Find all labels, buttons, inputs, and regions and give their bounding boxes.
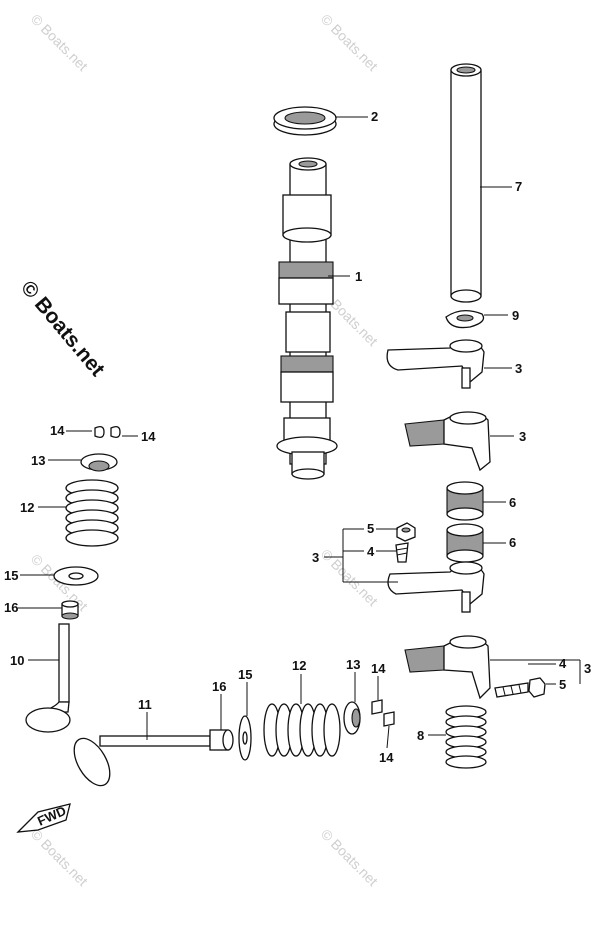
part-spring-seat bbox=[53, 566, 99, 586]
part-valve-spring bbox=[263, 703, 341, 757]
part-valve bbox=[25, 623, 71, 733]
part-adjust-screw bbox=[395, 542, 409, 563]
callout-12: 12 bbox=[292, 658, 306, 673]
callout-16: 16 bbox=[4, 600, 18, 615]
fwd-arrow: FWD bbox=[16, 803, 71, 833]
part-spring-retainer bbox=[80, 453, 118, 472]
callout-15: 15 bbox=[238, 667, 252, 682]
watermark-tile: © Boats.net bbox=[28, 826, 91, 889]
callout-6: 6 bbox=[509, 495, 516, 510]
callout-2: 2 bbox=[371, 109, 378, 124]
callout-1: 1 bbox=[355, 269, 362, 284]
callout-3: 3 bbox=[584, 661, 591, 676]
callout-3: 3 bbox=[312, 550, 319, 565]
side-watermark: © Boats.net bbox=[16, 276, 109, 380]
callout-13: 13 bbox=[346, 657, 360, 672]
part-rocker-shaft bbox=[450, 63, 482, 303]
part-adjust-nut bbox=[528, 677, 546, 698]
part-valve bbox=[73, 735, 211, 787]
callout-12: 12 bbox=[20, 500, 34, 515]
callout-5: 5 bbox=[367, 521, 374, 536]
part-rocker-arm bbox=[387, 561, 485, 613]
part-valve-spring bbox=[65, 479, 119, 547]
callout-9: 9 bbox=[512, 308, 519, 323]
part-rocker-arm bbox=[404, 635, 491, 700]
part-spring-seat bbox=[238, 715, 252, 761]
part-stem-seal bbox=[209, 729, 234, 751]
callout-labels: 2 1 7 9 3 3 6 6 5 4 3 4 3 5 8 14 14 13 1… bbox=[4, 109, 591, 765]
part-valve-cotter bbox=[371, 699, 395, 727]
callout-16: 16 bbox=[212, 679, 226, 694]
part-rocker-arm bbox=[386, 339, 485, 389]
callout-5: 5 bbox=[559, 677, 566, 692]
part-camshaft bbox=[276, 157, 338, 480]
part-valve-spring bbox=[445, 705, 487, 769]
watermark-tile: © Boats.net bbox=[318, 826, 381, 889]
callout-14: 14 bbox=[50, 423, 65, 438]
part-valve-cotter bbox=[94, 426, 121, 438]
part-adjust-screw bbox=[494, 682, 529, 698]
part-spring-retainer bbox=[343, 701, 361, 735]
watermark-tile: © Boats.net bbox=[318, 11, 381, 74]
part-stem-seal bbox=[61, 600, 79, 620]
callout-10: 10 bbox=[10, 653, 24, 668]
callout-3: 3 bbox=[515, 361, 522, 376]
part-collar bbox=[446, 481, 484, 521]
callout-4: 4 bbox=[367, 544, 375, 559]
callout-6: 6 bbox=[509, 535, 516, 550]
callout-13: 13 bbox=[31, 453, 45, 468]
callout-4: 4 bbox=[559, 656, 567, 671]
part-collar bbox=[446, 523, 484, 563]
callout-7: 7 bbox=[515, 179, 522, 194]
callout-3: 3 bbox=[519, 429, 526, 444]
leader-lines bbox=[18, 116, 581, 749]
callout-14: 14 bbox=[141, 429, 156, 444]
callout-14: 14 bbox=[371, 661, 386, 676]
callout-11: 11 bbox=[138, 697, 152, 712]
callout-14: 14 bbox=[379, 750, 394, 765]
part-plate bbox=[445, 310, 485, 329]
callout-15: 15 bbox=[4, 568, 18, 583]
part-oil-seal bbox=[273, 106, 337, 136]
part-adjust-nut bbox=[396, 522, 416, 542]
watermark-tile: © Boats.net bbox=[28, 11, 91, 74]
callout-8: 8 bbox=[417, 728, 424, 743]
part-rocker-arm bbox=[404, 411, 491, 472]
